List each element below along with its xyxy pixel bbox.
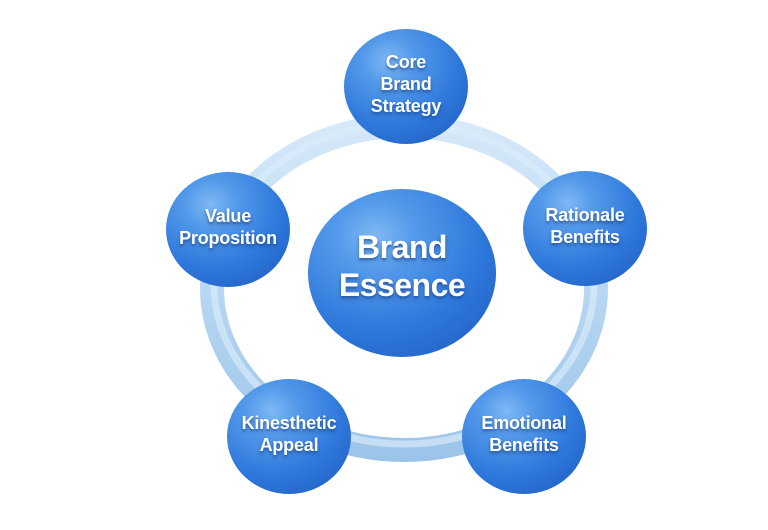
node-brand-essence-label: Brand Essence — [338, 229, 466, 303]
node-value-proposition: Value Proposition — [166, 172, 290, 287]
node-rationale-benefits: Rationale Benefits — [523, 171, 647, 286]
node-core-brand-strategy: Core Brand Strategy — [344, 29, 468, 144]
node-kinesthetic-appeal-label: Kinesthetic Appeal — [241, 413, 337, 455]
node-core-brand-strategy-label: Core Brand Strategy — [370, 52, 442, 116]
node-emotional-benefits-label: Emotional Benefits — [481, 413, 567, 455]
node-rationale-benefits-label: Rationale Benefits — [545, 205, 625, 247]
node-emotional-benefits: Emotional Benefits — [462, 379, 586, 494]
node-brand-essence: Brand Essence — [308, 189, 496, 357]
node-kinesthetic-appeal: Kinesthetic Appeal — [227, 379, 351, 494]
node-value-proposition-label: Value Proposition — [179, 206, 277, 248]
